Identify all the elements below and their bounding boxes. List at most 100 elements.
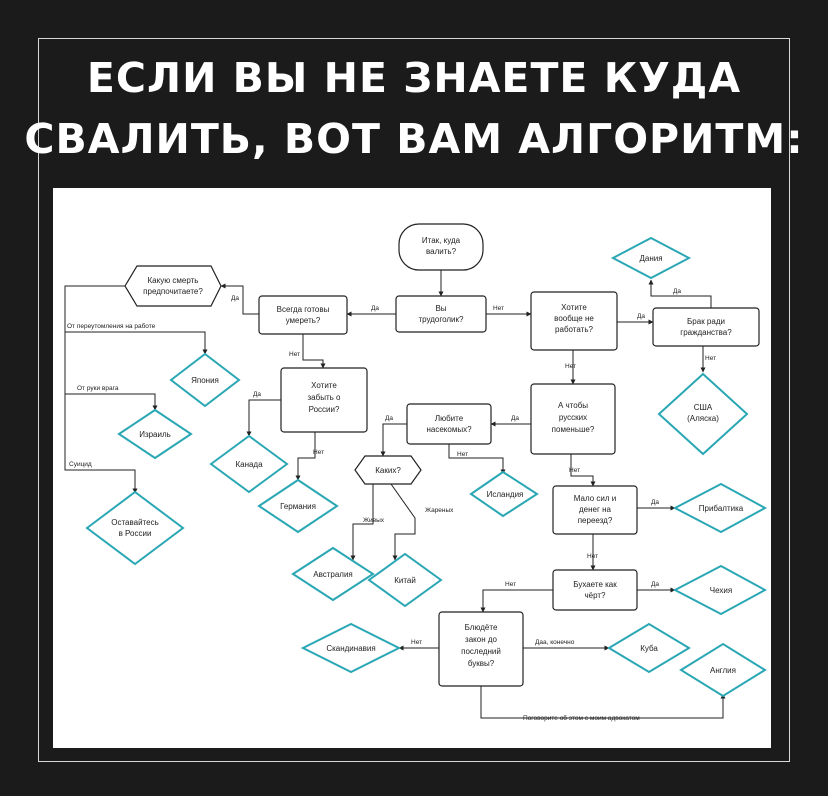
svg-text:умереть?: умереть?: [286, 316, 321, 325]
dest-cuba: Куба: [607, 622, 691, 674]
dest-denmark: Дания: [610, 236, 692, 280]
svg-text:Скандинавия: Скандинавия: [326, 644, 375, 653]
node-start: Итак, куда валить?: [398, 223, 484, 271]
dest-china: Китай: [367, 552, 443, 608]
svg-text:закон до: закон до: [465, 635, 497, 644]
node-which-death: Какую смерть предпочитаете?: [124, 265, 222, 307]
label-drink-no: Нет: [505, 581, 516, 588]
node-ready-to-die: Всегда готовы умереть?: [258, 295, 348, 335]
svg-text:Вы: Вы: [435, 304, 446, 313]
flowchart: Да Нет Да Нет От переутомления на работе…: [64, 223, 768, 722]
svg-text:Германия: Германия: [280, 502, 316, 511]
svg-text:работать?: работать?: [555, 325, 593, 334]
svg-text:А чтобы: А чтобы: [558, 401, 588, 410]
dest-usa: США (Аляска): [657, 372, 749, 456]
dest-czech: Чехия: [672, 564, 768, 616]
label-forgetrussia-no: Нет: [313, 449, 324, 456]
svg-text:предпочитаете?: предпочитаете?: [143, 287, 203, 296]
label-overwork: От переутомления на работе: [67, 322, 156, 330]
svg-text:Исландия: Исландия: [487, 490, 524, 499]
node-forget-russia: Хотите забыть о России?: [280, 367, 368, 433]
svg-text:Чехия: Чехия: [710, 586, 732, 595]
label-readytodie-yes: Да: [231, 295, 239, 302]
svg-text:денег на: денег на: [579, 505, 612, 514]
edge-whichdeath-left-trunk: [64, 285, 138, 494]
title-line-2: СВАЛИТЬ, ВОТ ВАМ АЛГОРИТМ:: [24, 115, 804, 163]
node-dont-want-work: Хотите вообще не работать?: [530, 291, 618, 351]
label-suicide: Суицид: [69, 461, 92, 468]
svg-text:Куба: Куба: [640, 644, 658, 653]
svg-text:Хотите: Хотите: [561, 303, 587, 312]
svg-text:Англия: Англия: [710, 666, 736, 675]
dest-japan: Япония: [169, 352, 241, 408]
node-love-insects: Любите насекомых?: [406, 403, 492, 445]
label-law-yes: Даа, конечно: [535, 639, 575, 646]
title-line-1: ЕСЛИ ВЫ НЕ ЗНАЕТЕ КУДА: [86, 54, 742, 102]
question-nodes: Итак, куда валить? Вы трудоголик? Всегда…: [124, 223, 760, 687]
label-hardworker-no: Нет: [493, 305, 504, 312]
destination-nodes: Дания США (Аляска) Япония Израиль Остава…: [85, 236, 768, 698]
flowchart-panel: Да Нет Да Нет От переутомления на работе…: [53, 188, 771, 748]
edge-readytodie-yes: [220, 283, 259, 315]
svg-text:Китай: Китай: [394, 576, 416, 585]
svg-text:Бухаете как: Бухаете как: [573, 580, 617, 589]
svg-text:России?: России?: [309, 405, 340, 414]
svg-text:Оставайтесь: Оставайтесь: [111, 518, 159, 527]
svg-text:Блюдёте: Блюдёте: [465, 623, 498, 632]
node-no-money: Мало сил и денег на переезд?: [552, 485, 638, 535]
label-enemy: От руки врага: [77, 385, 119, 392]
svg-text:забыть о: забыть о: [308, 393, 342, 402]
edge-forgetrussia-no: [295, 432, 316, 481]
svg-text:валить?: валить?: [426, 247, 457, 256]
label-nomoney-yes: Да: [651, 499, 659, 506]
label-law-no: Нет: [411, 639, 422, 646]
edge-loveinsects-yes: [380, 423, 407, 457]
svg-text:трудоголик?: трудоголик?: [419, 315, 465, 324]
edges: [64, 270, 726, 719]
poster-frame: [38, 38, 790, 762]
svg-text:Любите: Любите: [435, 414, 464, 423]
node-law: Блюдёте закон до последний буквы?: [438, 611, 524, 687]
svg-text:США: США: [694, 403, 713, 412]
dest-iceland: Исландия: [469, 470, 539, 518]
svg-text:чёрт?: чёрт?: [584, 591, 606, 600]
svg-text:гражданства?: гражданства?: [680, 328, 732, 337]
label-dontwantwork-yes: Да: [637, 313, 645, 320]
dest-australia: Австралия: [291, 546, 375, 602]
edge-enemy: [65, 393, 158, 411]
svg-text:Мало сил и: Мало сил и: [574, 494, 616, 503]
dest-baltics: Прибалтика: [672, 482, 768, 534]
svg-text:поменьше?: поменьше?: [552, 425, 595, 434]
label-marriage-no: Нет: [705, 355, 716, 362]
dest-germany: Германия: [257, 478, 339, 534]
label-drink-yes: Да: [651, 581, 659, 588]
svg-text:Всегда готовы: Всегда готовы: [277, 305, 330, 314]
edge-labels: Да Нет Да Нет От переутомления на работе…: [67, 288, 716, 722]
node-drink: Бухаете как чёрт?: [552, 569, 638, 611]
node-hard-worker: Вы трудоголик?: [395, 295, 487, 333]
dest-england: Англия: [679, 642, 767, 698]
edge-fewerrussians-no: [570, 454, 596, 487]
node-which-insects: Каких?: [354, 455, 422, 485]
label-hardworker-yes: Да: [371, 305, 379, 312]
svg-text:Австралия: Австралия: [313, 570, 353, 579]
label-nomoney-no: Нет: [587, 553, 598, 560]
edge-drink-no: [480, 589, 553, 613]
edge-overwork: [65, 331, 208, 355]
label-dontwantwork-no: Нет: [565, 363, 576, 370]
dest-stay-russia: Оставайтесь в России: [85, 490, 185, 566]
node-marriage: Брак ради гражданства?: [652, 307, 760, 347]
edge-insects-alive: [350, 484, 374, 561]
edge-marriage-yes: [648, 279, 712, 308]
dest-israel: Израиль: [117, 408, 193, 460]
node-fewer-russians: А чтобы русских поменьше?: [530, 383, 616, 455]
label-marriage-yes: Да: [673, 288, 681, 295]
label-law-lawyer: Поговорите об этом с моим адвокатом: [523, 714, 640, 722]
svg-text:в России: в России: [119, 529, 152, 538]
label-readytodie-no: Нет: [289, 351, 300, 358]
svg-text:Брак ради: Брак ради: [687, 317, 725, 326]
svg-text:Хотите: Хотите: [311, 381, 337, 390]
edge-insects-fried: [390, 483, 416, 561]
label-loveinsects-yes: Да: [385, 415, 393, 422]
edge-loveinsects-no: [448, 444, 506, 475]
